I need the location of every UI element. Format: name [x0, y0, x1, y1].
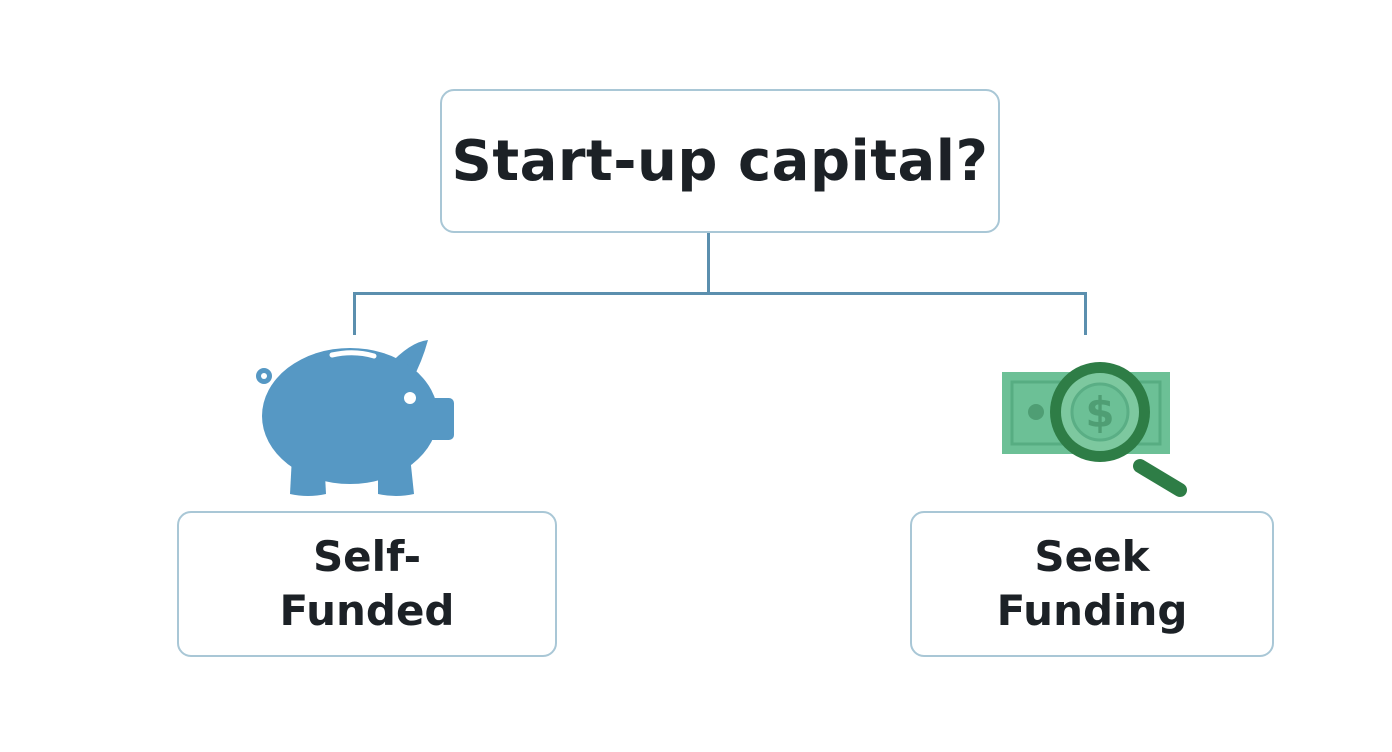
root-question-text: Start-up capital? [451, 128, 989, 194]
svg-text:$: $ [1085, 388, 1114, 437]
seek-funding-label-line2: Funding [996, 586, 1188, 635]
connector-horizontal [353, 292, 1087, 295]
root-question-box: Start-up capital? [440, 89, 1000, 233]
self-funded-label-line1: Self- [312, 532, 422, 581]
seek-funding-label-line1: Seek [1034, 532, 1150, 581]
piggy-bank-icon [256, 340, 454, 496]
seek-funding-box: Seek Funding [910, 511, 1274, 657]
connector-stem [707, 232, 710, 294]
self-funded-label-line2: Funded [279, 586, 455, 635]
connector-right-branch [1084, 292, 1087, 335]
connector-left-branch [353, 292, 356, 335]
self-funded-box: Self- Funded [177, 511, 557, 657]
money-search-icon: $ [1002, 362, 1187, 497]
